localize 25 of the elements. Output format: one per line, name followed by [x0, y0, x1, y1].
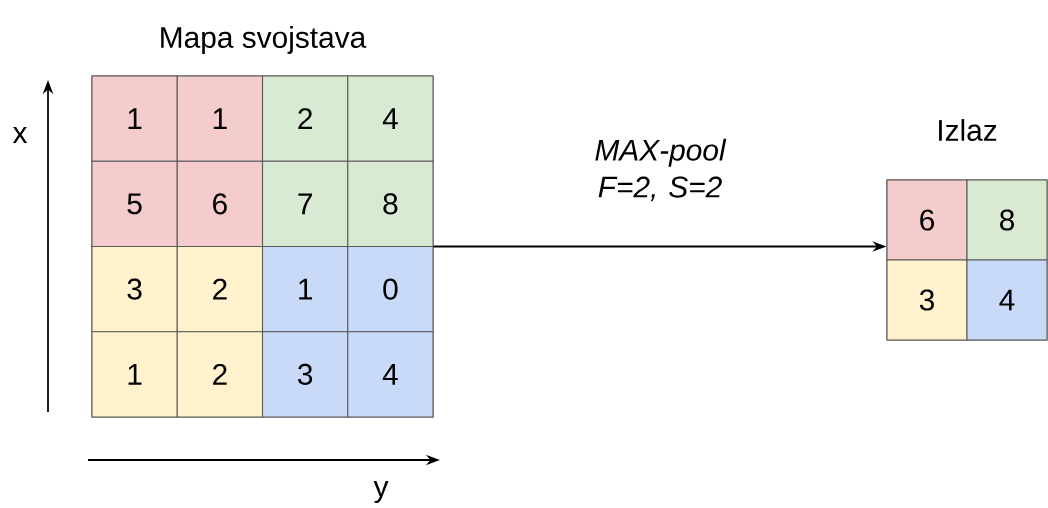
grid-cell: 4 [347, 75, 434, 162]
grid-cell: 7 [262, 160, 349, 247]
grid-cell: 6 [886, 179, 968, 261]
grid-cell: 0 [347, 245, 434, 333]
axis-label: y [373, 481, 389, 503]
grid-cell: 2 [176, 331, 263, 418]
grid-title: Izlaz [939, 119, 997, 141]
grid-cell: 3 [91, 245, 178, 333]
axis-label: x [12, 127, 28, 143]
grid-cell: 1 [176, 75, 263, 162]
grid-cell: 5 [91, 160, 178, 247]
grid-cell: 2 [262, 75, 349, 162]
grid-cell: 3 [262, 331, 349, 418]
grid-cell: 4 [347, 331, 434, 418]
grid-cell: 2 [176, 245, 263, 333]
grid-title: Mapa svojstava [161, 26, 367, 54]
grid-cell: 4 [966, 259, 1048, 341]
grid-cell: 1 [91, 75, 178, 162]
grid-cell: 1 [91, 331, 178, 418]
grid-cell: 6 [176, 160, 263, 247]
edge-label: MAX-pool F=2, S=2 [595, 138, 727, 202]
grid-cell: 8 [966, 179, 1048, 261]
grid-cell: 3 [886, 259, 968, 341]
grid-cell: 1 [262, 245, 349, 333]
grid-cell: 8 [347, 160, 434, 247]
